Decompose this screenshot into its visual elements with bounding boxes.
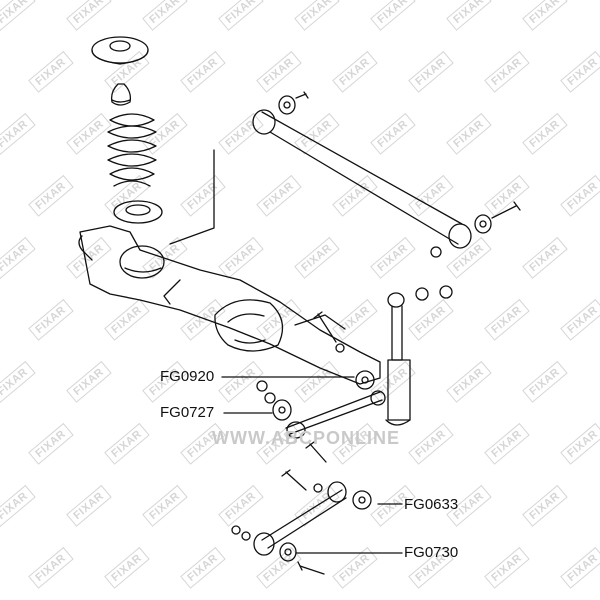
callout-fg0633: FG0633 <box>404 496 459 513</box>
callout-fg0730: FG0730 <box>404 544 459 561</box>
upper-lateral-link <box>256 370 386 463</box>
spring-lower-seat <box>113 200 163 224</box>
bolt-upper <box>313 311 345 353</box>
spring-top-seat <box>91 36 149 65</box>
coil-spring <box>107 113 157 187</box>
site-watermark: WWW.ABCPONLINE <box>212 428 400 448</box>
upper-trailing-arm <box>252 109 472 249</box>
callout-fg0727: FG0727 <box>160 404 215 421</box>
callout-fg0920: FG0920 <box>160 368 215 385</box>
axle-housing <box>78 225 381 385</box>
lower-lateral-link <box>231 469 372 575</box>
callout-leaders <box>221 376 403 554</box>
bump-stop <box>110 83 132 106</box>
reference-line <box>169 149 215 245</box>
shock-absorber <box>385 285 453 426</box>
upper-bushings <box>278 91 521 258</box>
